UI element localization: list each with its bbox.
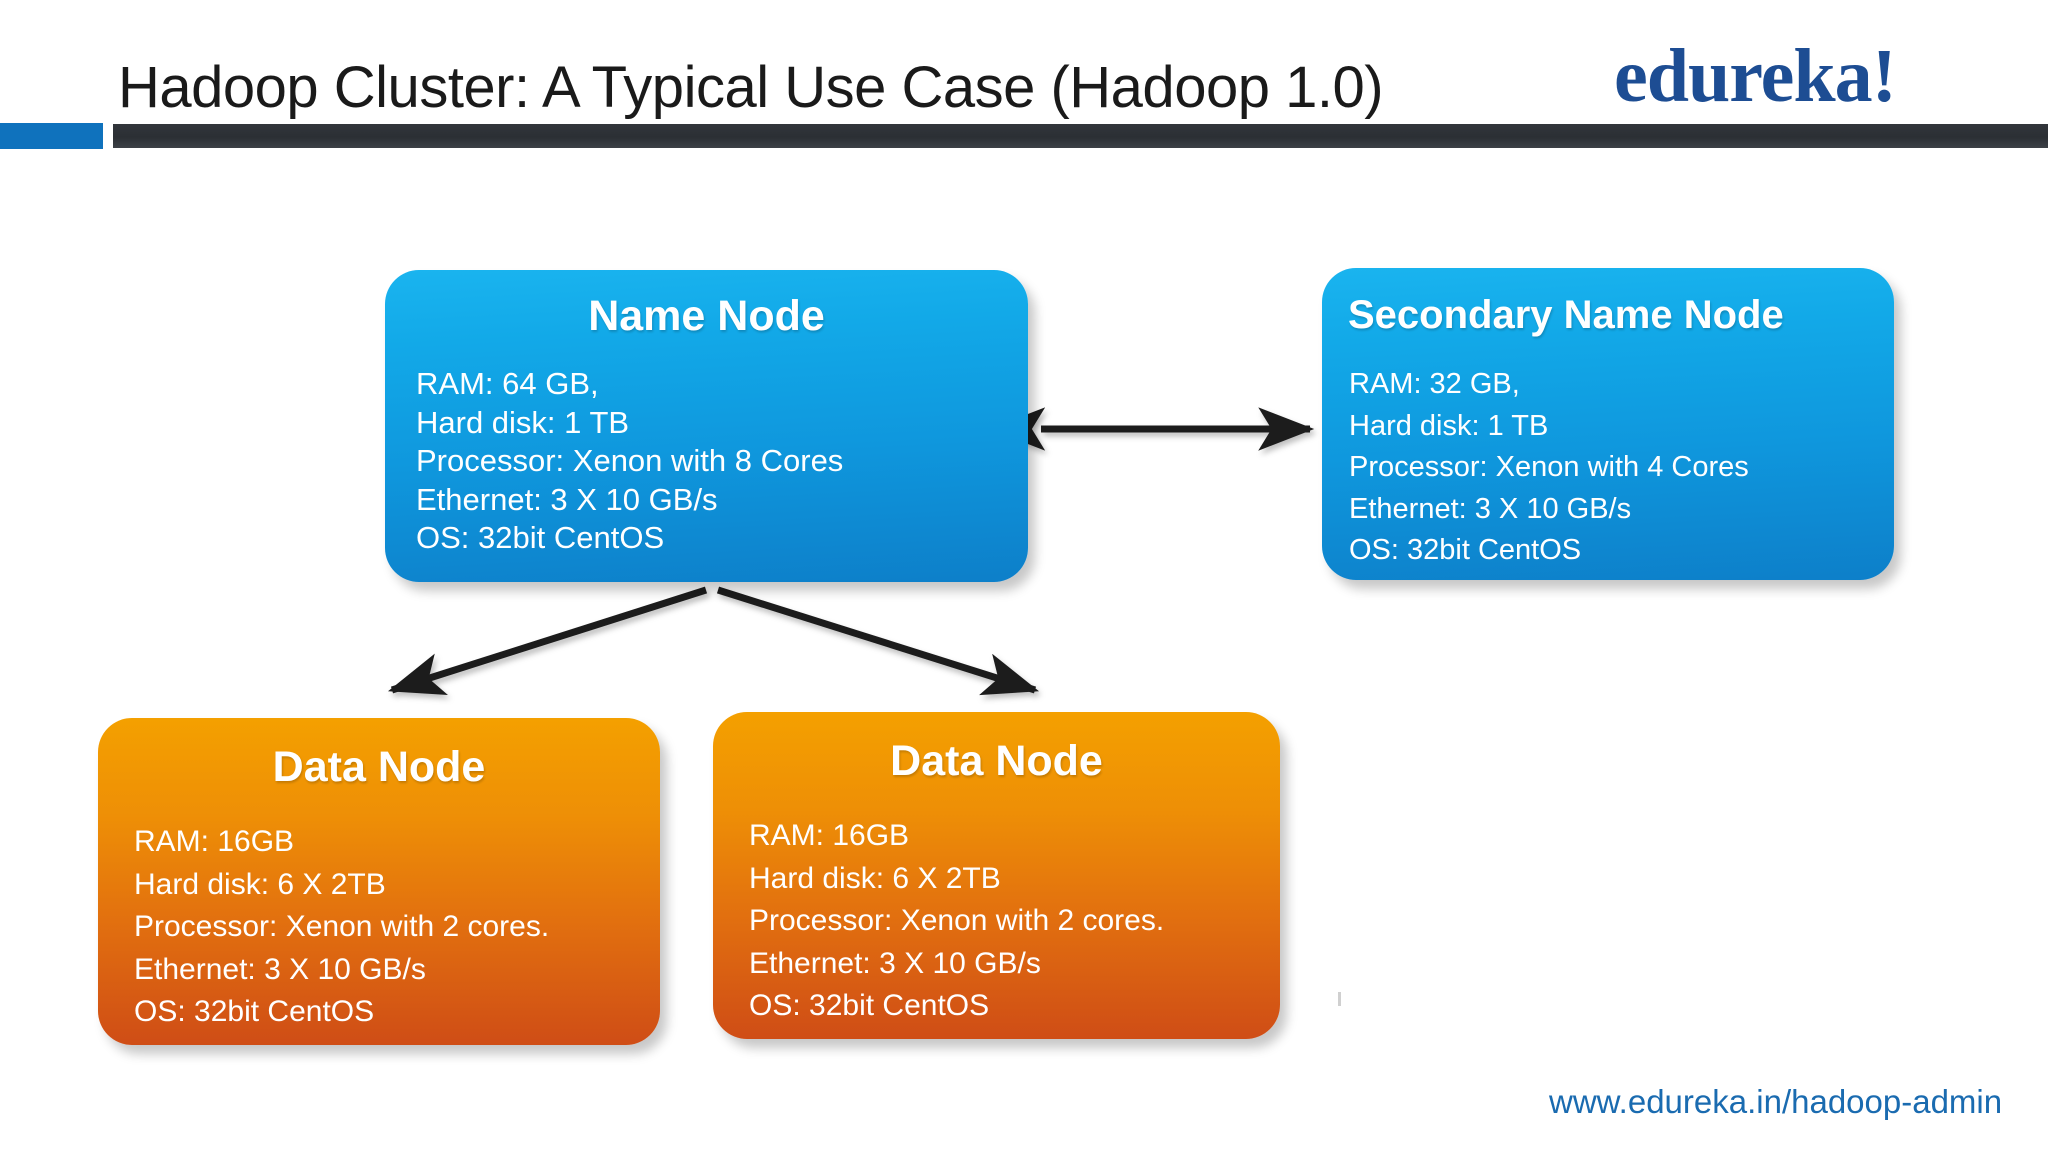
spec-line-ethernet: Ethernet: 3 X 10 GB/s [1349, 492, 1632, 525]
node-title-name-node: Name Node [588, 292, 825, 340]
spec-line-ethernet: Ethernet: 3 X 10 GB/s [134, 952, 426, 986]
node-data-node-2[interactable]: Data Node RAM: 16GB Hard disk: 6 X 2TB P… [713, 712, 1280, 1039]
spec-line-hard-disk: Hard disk: 1 TB [1349, 409, 1549, 442]
edureka-logo: edureka! [1614, 34, 1897, 118]
spec-line-ram: RAM: 64 GB, [416, 366, 599, 401]
spec-line-hard-disk: Hard disk: 1 TB [416, 404, 630, 440]
spec-line-ram: RAM: 16GB [749, 819, 910, 852]
spec-line-ram: RAM: 32 GB, [1349, 368, 1520, 400]
title-accent-block [0, 123, 103, 149]
spec-line-os: OS: 32bit CentOS [749, 989, 990, 1022]
spec-line-processor: Processor: Xenon with 8 Cores [416, 443, 844, 478]
spec-line-ram: RAM: 16GB [134, 825, 295, 858]
spec-line-ethernet: Ethernet: 3 X 10 GB/s [416, 481, 718, 517]
node-specs-name-node: RAM: 64 GB, Hard disk: 1 TB Processor: X… [416, 365, 843, 558]
node-specs-data-node-2: RAM: 16GB Hard disk: 6 X 2TB Processor: … [749, 815, 1164, 1028]
stray-mark [1338, 992, 1341, 1006]
node-name-node[interactable]: Name Node RAM: 64 GB, Hard disk: 1 TB Pr… [385, 270, 1028, 582]
title-divider-rule [113, 124, 2048, 148]
spec-line-hard-disk: Hard disk: 6 X 2TB [749, 861, 1001, 895]
node-data-node-1[interactable]: Data Node RAM: 16GB Hard disk: 6 X 2TB P… [98, 718, 660, 1045]
spec-line-os: OS: 32bit CentOS [1349, 534, 1582, 566]
spec-line-processor: Processor: Xenon with 2 cores. [134, 910, 550, 943]
spec-line-processor: Processor: Xenon with 4 Cores [1349, 451, 1749, 483]
spec-line-os: OS: 32bit CentOS [416, 520, 665, 555]
node-specs-data-node-1: RAM: 16GB Hard disk: 6 X 2TB Processor: … [134, 821, 549, 1034]
connector-name-to-data-2 [716, 586, 1040, 696]
footer-url-link[interactable]: www.edureka.in/hadoop-admin [1549, 1083, 2003, 1120]
spec-line-processor: Processor: Xenon with 2 cores. [749, 904, 1165, 937]
node-title-data-node-2: Data Node [890, 737, 1103, 785]
spec-line-hard-disk: Hard disk: 6 X 2TB [134, 867, 386, 901]
spec-line-os: OS: 32bit CentOS [134, 995, 375, 1028]
spec-line-ethernet: Ethernet: 3 X 10 GB/s [749, 946, 1041, 980]
node-title-data-node-1: Data Node [272, 743, 486, 791]
connector-name-to-data-1 [387, 586, 708, 695]
page-title: Hadoop Cluster: A Typical Use Case (Hado… [118, 55, 1384, 120]
node-specs-secondary-name-node: RAM: 32 GB, Hard disk: 1 TB Processor: X… [1349, 364, 1749, 572]
node-title-secondary-name-node: Secondary Name Node [1348, 293, 1784, 337]
node-secondary-name-node[interactable]: Secondary Name Node RAM: 32 GB, Hard dis… [1322, 268, 1894, 580]
